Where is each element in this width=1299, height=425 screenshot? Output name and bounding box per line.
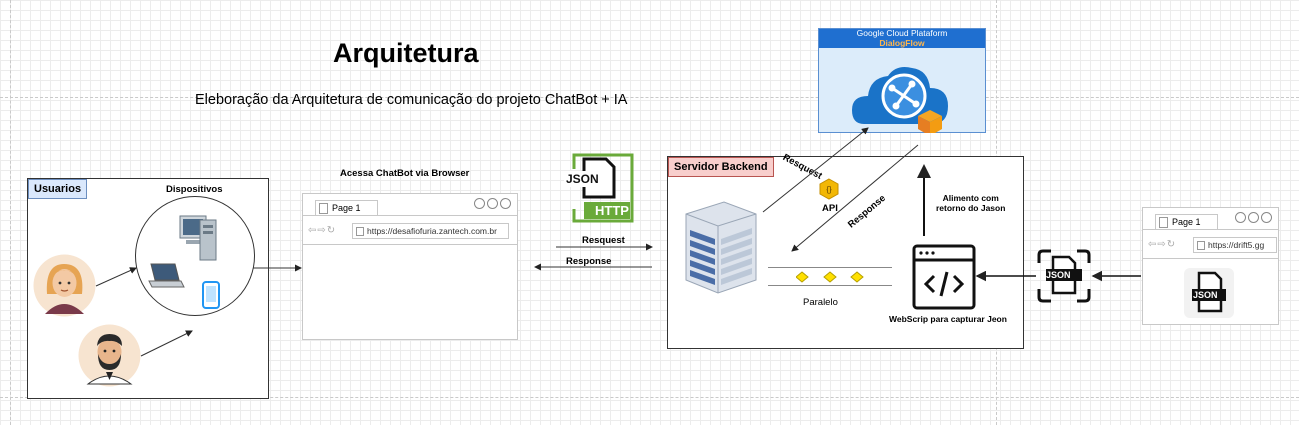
woman-avatar-icon xyxy=(33,254,96,317)
gcp-title: Google Cloud Plataform xyxy=(856,28,948,38)
users-tag: Usuarios xyxy=(28,179,88,199)
external-url-text: https://drift5.gg xyxy=(1208,240,1265,250)
page-subtitle: Eleboração da Arquitetura de comunicação… xyxy=(195,92,628,108)
url-bar[interactable]: https://desafiofuria.zantech.com.br xyxy=(352,223,509,239)
webscript-label: WebScrip para capturar Jeon xyxy=(889,314,1007,324)
request-label: Resquest xyxy=(582,235,625,246)
woman-to-devices-arrow xyxy=(95,267,137,287)
json-scan-icon xyxy=(1037,249,1091,303)
api-label: API xyxy=(822,203,838,214)
external-browser-tab[interactable]: Page 1 xyxy=(1155,214,1218,229)
response-label: Response xyxy=(566,256,612,267)
maximize-button[interactable] xyxy=(1248,212,1259,223)
minimize-button[interactable] xyxy=(474,198,485,209)
nav-arrows-icon[interactable]: ⇦⇨↻ xyxy=(1148,239,1177,250)
devices-label: Dispositivos xyxy=(166,184,223,195)
gcp-header: Google Cloud Plataform DialogFlow xyxy=(819,28,985,48)
external-tab-label: Page 1 xyxy=(1172,217,1201,227)
window-controls[interactable] xyxy=(474,198,511,209)
backend-request-arrow xyxy=(762,127,869,213)
json-http-icon xyxy=(564,153,634,223)
man-to-devices-arrow xyxy=(140,330,193,357)
api-badge-icon: {} xyxy=(819,178,839,200)
desktop-computer-icon xyxy=(179,215,217,261)
http-label: HTTP xyxy=(595,203,629,218)
browser-tab[interactable]: Page 1 xyxy=(315,200,378,215)
feed-label-line-2: retorno do Jason xyxy=(936,203,1006,213)
file-json-label: JSON xyxy=(1193,290,1218,300)
external-url-bar[interactable]: https://drift5.gg xyxy=(1193,237,1277,253)
close-button[interactable] xyxy=(1261,212,1272,223)
feed-label: Alimento com retorno do Jason xyxy=(936,193,1005,213)
browser-tab-label: Page 1 xyxy=(332,203,361,213)
parallel-tokens-icon xyxy=(796,271,864,283)
page-icon xyxy=(1197,241,1205,250)
page-icon xyxy=(319,203,328,214)
guide-line-vertical xyxy=(10,0,11,425)
parallel-label: Paralelo xyxy=(803,297,838,308)
laptop-icon xyxy=(148,263,185,288)
window-controls[interactable] xyxy=(1235,212,1272,223)
guide-line-horizontal xyxy=(0,97,1299,98)
external-browser-window[interactable]: Page 1 ⇦⇨↻ https://drift5.gg xyxy=(1142,207,1279,325)
toolbar-divider xyxy=(303,244,517,245)
minimize-button[interactable] xyxy=(1235,212,1246,223)
tab-divider xyxy=(1143,229,1278,230)
guide-line-horizontal xyxy=(0,397,1299,398)
server-rack-icon xyxy=(685,201,757,294)
maximize-button[interactable] xyxy=(487,198,498,209)
code-window-icon xyxy=(912,244,976,310)
tab-divider xyxy=(303,215,517,216)
feed-label-line-1: Alimento com xyxy=(942,193,999,203)
man-avatar-icon xyxy=(78,324,141,387)
browser-heading: Acessa ChatBot via Browser xyxy=(340,168,470,179)
url-text: https://desafiofuria.zantech.com.br xyxy=(367,226,497,236)
page-title: Arquitetura xyxy=(333,38,479,68)
page-icon xyxy=(1159,217,1168,228)
page-icon xyxy=(356,227,364,236)
backend-response-arrow xyxy=(791,144,919,252)
smartphone-icon xyxy=(202,281,220,309)
svg-text:{}: {} xyxy=(826,185,832,194)
backend-tag: Servidor Backend xyxy=(668,157,774,177)
json-label: JSON xyxy=(566,172,599,186)
close-button[interactable] xyxy=(500,198,511,209)
toolbar-divider xyxy=(1143,258,1278,259)
parallel-line-top xyxy=(768,267,892,268)
nav-arrows-icon[interactable]: ⇦⇨↻ xyxy=(308,225,337,236)
cloud-dialogflow-icon xyxy=(852,67,948,133)
scan-json-label: JSON xyxy=(1046,270,1071,280)
browser-window[interactable]: Page 1 ⇦⇨↻ https://desafiofuria.zantech.… xyxy=(302,193,518,340)
json-file-icon xyxy=(1184,268,1234,318)
parallel-line-bottom xyxy=(768,285,892,286)
dialogflow-title: DialogFlow xyxy=(879,37,925,48)
